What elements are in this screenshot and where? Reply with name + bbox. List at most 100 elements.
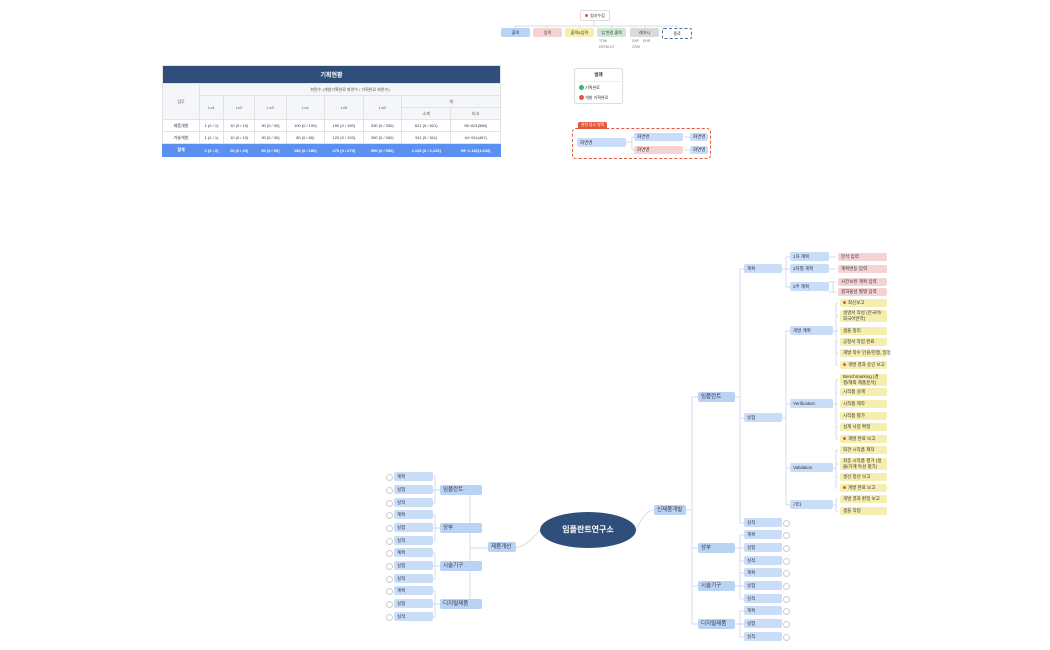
group-screen-node[interactable]: 화면명 [634, 146, 683, 154]
mindmap-etc-leaf[interactable]: 개발 결과 판정 보고 [840, 495, 887, 503]
mindmap-etc-leaf[interactable]: 샘플 작업 [840, 507, 887, 515]
collapse-toggle-icon[interactable] [783, 545, 790, 552]
collapse-toggle-icon[interactable] [783, 621, 790, 628]
mindmap-left-sub[interactable]: 디지털제품 [440, 599, 482, 609]
mindmap-dev-leaf[interactable]: 설명서 작성 (한국어/외국어번역) [840, 310, 887, 322]
collapse-toggle-icon[interactable] [386, 525, 393, 532]
mindmap-right-leaf[interactable]: 실적 [744, 594, 782, 603]
mindmap-left-leaf[interactable]: 실험 [394, 523, 433, 532]
collapse-toggle-icon[interactable] [386, 588, 393, 595]
mindmap-ver-leaf[interactable]: 설계 사양 확정 [840, 423, 887, 431]
mindmap-left-leaf[interactable]: 실적 [394, 536, 433, 545]
mindmap-dev-leaf[interactable]: 공정서 작업 완료 [840, 338, 887, 346]
mindmap-dev-leaf[interactable]: 개발 착수 인원/진행, 일정 [840, 349, 891, 357]
mindmap-right-leaf[interactable]: 실적 [744, 556, 782, 565]
collapse-toggle-icon[interactable] [386, 538, 393, 545]
mindmap-left-sub[interactable]: 임플란트 [440, 485, 482, 495]
mindmap-left-leaf[interactable]: 실험 [394, 599, 433, 608]
collapse-toggle-icon[interactable] [386, 487, 393, 494]
mindmap-val-leaf[interactable]: 외관 시작품 제작 [840, 446, 887, 454]
mindmap-dev-leaf[interactable]: 개발 결과 승인 보고 [840, 361, 887, 369]
mindmap-left-sub[interactable]: 시술기구 [440, 561, 482, 571]
mindmap-right-leaf[interactable]: 계획 [744, 530, 782, 539]
mindmap-ver-leaf[interactable]: 시작품 설계 [840, 388, 887, 396]
mindmap-left-sub[interactable]: 상부 [440, 523, 482, 533]
mindmap-exp-child[interactable]: Verification [790, 399, 833, 408]
group-screen-node[interactable]: 화면명 [690, 133, 708, 141]
mindmap-right-leaf[interactable]: 실적 [744, 632, 782, 641]
mindmap-right-sub[interactable]: 시술기구 [698, 581, 735, 591]
collapse-toggle-icon[interactable] [783, 570, 790, 577]
mindmap-exp-child[interactable]: 기타 [790, 500, 833, 509]
mindmap-dev-leaf[interactable]: 최신보고 [840, 299, 887, 307]
mindmap-ver-leaf[interactable]: Benchmarking (경쟁/해외 제품분석) [840, 374, 887, 386]
mindmap-ver-leaf[interactable]: 개발 완료 보고 [840, 435, 887, 443]
group-screen-node[interactable]: 화면명 [577, 138, 626, 147]
mindmap-right-leaf[interactable]: 실적 [744, 518, 782, 527]
mindmap-left-leaf[interactable]: 계획 [394, 586, 433, 595]
mindmap-plan-leaf[interactable]: 결과물성 월별 입력 [838, 288, 887, 296]
top-chart-node-legacy[interactable]: 레거시 [630, 28, 659, 37]
mindmap-left-leaf[interactable]: 실적 [394, 498, 433, 507]
table-total-row: 합계 2 (0 / 2) 20 (0 / 20) 60 (0 / 60) 180… [162, 143, 501, 157]
table-cell: 1 (0 / 1) [198, 119, 225, 132]
mindmap-plan-leaf[interactable]: 사전보완 계획 입력 [838, 278, 887, 286]
top-chart-root[interactable]: 청과수집 [580, 10, 610, 21]
mindmap-center-node[interactable]: 임플란트연구소 [540, 512, 636, 548]
mindmap-left-leaf[interactable]: 실험 [394, 561, 433, 570]
collapse-toggle-icon[interactable] [386, 500, 393, 507]
mindmap-exp-child[interactable]: 개발 계획 [790, 326, 833, 335]
collapse-toggle-icon[interactable] [386, 474, 393, 481]
top-chart-node-change-output[interactable]: 입 변경 출력 [597, 28, 626, 37]
mindmap-left-leaf[interactable]: 실적 [394, 574, 433, 583]
mindmap-val-leaf[interactable]: 개발 완료 보고 [840, 484, 887, 492]
mindmap-left-leaf[interactable]: 실험 [394, 485, 433, 494]
mindmap-plan-child[interactable]: 2주 계획 [790, 282, 829, 291]
mindmap-plan-leaf[interactable]: 계획변동 입력 [838, 265, 887, 273]
mindmap-right-leaf[interactable]: 실험 [744, 543, 782, 552]
mindmap-node-experiment[interactable]: 실험 [744, 413, 782, 422]
group-screen-node[interactable]: 화면명 [690, 146, 708, 154]
collapse-toggle-icon[interactable] [783, 532, 790, 539]
mindmap-plan-leaf[interactable]: 분석 입력 [838, 253, 887, 261]
mindmap-left-leaf[interactable]: 실적 [394, 612, 433, 621]
mindmap-right-sub[interactable]: 상부 [698, 543, 735, 553]
mindmap-ver-leaf[interactable]: 시작품 평가 [840, 412, 887, 420]
collapse-toggle-icon[interactable] [783, 634, 790, 641]
mindmap-right-sub[interactable]: 디지털제품 [698, 619, 735, 629]
mindmap-right-leaf[interactable]: 계획 [744, 568, 782, 577]
mindmap-left-leaf[interactable]: 계획 [394, 472, 433, 481]
mindmap-val-leaf[interactable]: 최종 시작품 평가 (생물/기계 특성 평가) [840, 458, 887, 470]
collapse-toggle-icon[interactable] [386, 614, 393, 621]
mindmap-right-leaf[interactable]: 실험 [744, 619, 782, 628]
top-chart-node-output[interactable]: 출력 [501, 28, 530, 37]
mindmap-ver-leaf[interactable]: 시작품 제작 [840, 400, 887, 408]
group-screen-node[interactable]: 화면명 [634, 133, 683, 141]
collapse-toggle-icon[interactable] [386, 576, 393, 583]
mindmap-node-plan[interactable]: 계획 [744, 264, 782, 273]
collapse-toggle-icon[interactable] [783, 596, 790, 603]
collapse-toggle-icon[interactable] [783, 520, 790, 527]
mindmap-branch-product-improvement[interactable]: 제품개선 [488, 542, 516, 552]
collapse-toggle-icon[interactable] [386, 563, 393, 570]
mindmap-right-sub[interactable]: 임플란트 [698, 392, 735, 402]
mindmap-dev-leaf[interactable]: 샘플 정리 [840, 327, 887, 335]
mindmap-exp-child[interactable]: Validation [790, 463, 833, 472]
mindmap-val-leaf[interactable]: 생산 정산 보고 [840, 473, 887, 481]
mindmap-plan-child[interactable]: 2차별 계획 [790, 264, 829, 273]
mindmap-plan-child[interactable]: 1차 계획 [790, 252, 829, 261]
collapse-toggle-icon[interactable] [386, 550, 393, 557]
collapse-toggle-icon[interactable] [386, 601, 393, 608]
collapse-toggle-icon[interactable] [386, 512, 393, 519]
mindmap-right-leaf[interactable]: 실험 [744, 581, 782, 590]
top-chart-node-input[interactable]: 입력 [533, 28, 562, 37]
collapse-toggle-icon[interactable] [783, 558, 790, 565]
top-chart-node-end[interactable]: 종료 [662, 28, 692, 39]
mindmap-right-leaf[interactable]: 계획 [744, 606, 782, 615]
collapse-toggle-icon[interactable] [783, 608, 790, 615]
mindmap-branch-new-product[interactable]: 신제품개발 [654, 505, 686, 515]
mindmap-left-leaf[interactable]: 계획 [394, 510, 433, 519]
collapse-toggle-icon[interactable] [783, 583, 790, 590]
mindmap-left-leaf[interactable]: 계획 [394, 548, 433, 557]
top-chart-node-output-input[interactable]: 출력&입력 [565, 28, 594, 37]
